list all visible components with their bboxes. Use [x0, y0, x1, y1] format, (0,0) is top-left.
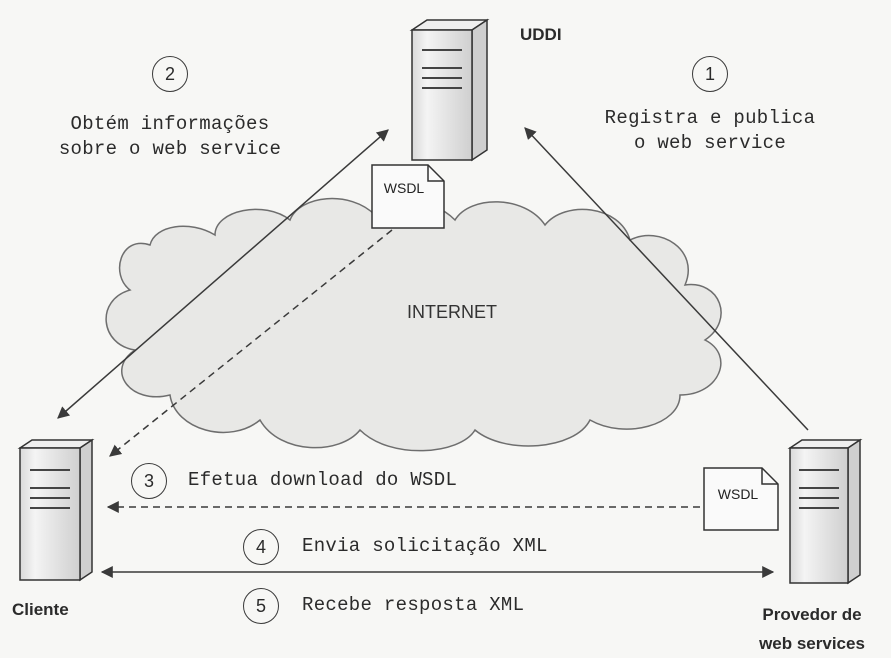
step-3-badge: 3 — [131, 463, 167, 499]
step-4-badge: 4 — [243, 529, 279, 565]
step-2-text: Obtém informações sobre o web service — [35, 112, 305, 162]
cliente-label: Cliente — [12, 600, 69, 619]
provedor-label-line1: Provedor de — [762, 605, 862, 624]
step-2-line1: Obtém informações — [70, 113, 270, 135]
step-1-badge: 1 — [692, 56, 728, 92]
provedor-server-icon — [787, 438, 863, 585]
step-1-line1: Registra e publica — [604, 107, 816, 129]
cliente-server-icon — [17, 438, 95, 582]
step-1-text: Registra e publica o web service — [575, 106, 845, 156]
arrow-wsdl-dashed-diagonal — [109, 229, 393, 457]
arrow-step-1 — [524, 127, 809, 431]
wsdl-document-icon-right: WSDL — [703, 467, 779, 531]
arrow-step-2 — [57, 129, 389, 419]
internet-cloud: INTERNET — [105, 197, 722, 452]
uddi-label: UDDI — [520, 25, 562, 44]
wsdl-label-right: WSDL — [718, 486, 759, 502]
step-2-badge: 2 — [152, 56, 188, 92]
step-5-badge: 5 — [243, 588, 279, 624]
step-5-text: Recebe resposta XML — [302, 594, 525, 616]
provedor-label: Provedor de web services — [742, 600, 882, 658]
provedor-label-line2: web services — [759, 634, 865, 653]
step-1-line2: o web service — [633, 132, 787, 154]
step-4-text: Envia solicitação XML — [302, 535, 548, 557]
step-3-text: Efetua download do WSDL — [188, 469, 458, 491]
wsdl-label-top: WSDL — [384, 180, 425, 196]
uddi-server-icon — [409, 18, 490, 162]
step-2-line2: sobre o web service — [58, 138, 282, 160]
wsdl-document-icon-top: WSDL — [371, 164, 445, 229]
internet-label: INTERNET — [407, 302, 497, 322]
